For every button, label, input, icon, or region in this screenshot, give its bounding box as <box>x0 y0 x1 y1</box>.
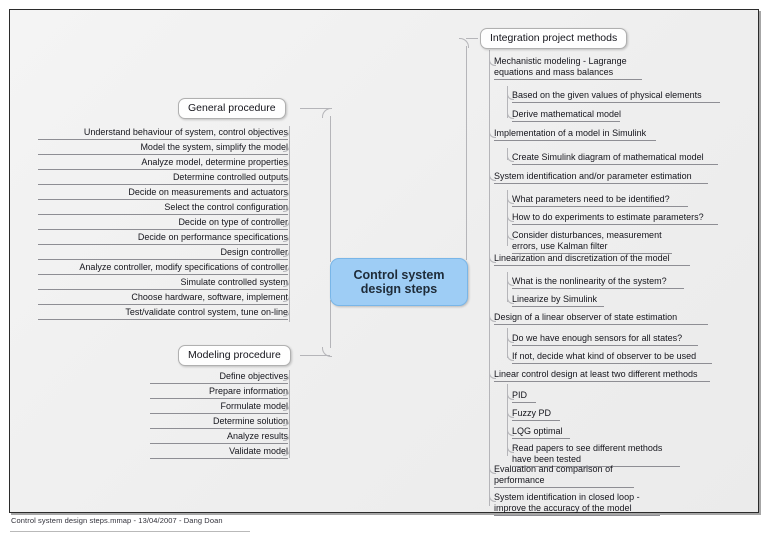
leaf-integration-4[interactable]: Linearization and discretization of the … <box>494 253 690 266</box>
connector-left-bottom <box>300 355 330 356</box>
footer-text: Control system design steps.mmap - 13/04… <box>11 516 223 525</box>
leaf-general-9[interactable]: Design controller <box>38 247 288 260</box>
map-sheet <box>9 9 759 513</box>
connector-stub-i4c2 <box>507 297 514 304</box>
topic-modeling-procedure[interactable]: Modeling procedure <box>178 345 291 366</box>
leaf-integration-8[interactable]: System identification in closed loop - i… <box>494 492 660 516</box>
leaf-integration-6-child-4-line1: Read papers to see different methods <box>512 443 663 453</box>
connector-left-trunk-bottom <box>330 300 331 348</box>
leaf-integration-3-child-3-line2: errors, use Kalman filter <box>512 241 608 251</box>
connector-left-trunk-top <box>330 116 331 262</box>
connector-general-spine <box>289 126 290 322</box>
connector-sub-spine-5 <box>507 328 508 358</box>
leaf-integration-6-child-4-line2: have been tested <box>512 454 582 464</box>
footer: Control system design steps.mmap - 13/04… <box>10 516 755 534</box>
leaf-integration-7-line1: Evaluation and comparison of <box>494 464 613 474</box>
connector-left-corner-top <box>322 108 332 118</box>
leaf-integration-5[interactable]: Design of a linear observer of state est… <box>494 312 708 325</box>
connector-stub-i6c1 <box>507 393 514 400</box>
leaf-integration-8-line2: improve the accuracy of the model <box>494 503 632 513</box>
leaf-integration-6-child-2[interactable]: Fuzzy PD <box>512 408 560 421</box>
connector-right-top <box>466 38 478 39</box>
leaf-integration-3-child-3-line1: Consider disturbances, measurement <box>512 230 662 240</box>
connector-stub-i2 <box>489 131 496 138</box>
leaf-integration-7[interactable]: Evaluation and comparison of performance <box>494 464 634 488</box>
leaf-general-3[interactable]: Analyze model, determine properties <box>38 157 288 170</box>
topic-integration-project-methods[interactable]: Integration project methods <box>480 28 628 49</box>
leaf-modeling-4[interactable]: Determine solution <box>150 416 288 429</box>
leaf-integration-3[interactable]: System identification and/or parameter e… <box>494 171 708 184</box>
connector-stub-i1 <box>489 59 496 66</box>
leaf-general-7[interactable]: Decide on type of controller <box>38 217 288 230</box>
connector-stub-i3 <box>489 174 496 181</box>
leaf-modeling-6[interactable]: Validate model <box>150 446 288 459</box>
connector-stub-i5 <box>489 315 496 322</box>
leaf-integration-5-child-1[interactable]: Do we have enough sensors for all states… <box>512 333 698 346</box>
leaf-modeling-3[interactable]: Formulate model <box>150 401 288 414</box>
leaf-general-4[interactable]: Determine controlled outputs <box>38 172 288 185</box>
leaf-integration-3-child-1[interactable]: What parameters need to be identified? <box>512 194 688 207</box>
connector-stub-i3c2 <box>507 215 514 222</box>
connector-stub-i7 <box>489 467 496 474</box>
leaf-integration-3-child-2[interactable]: How to do experiments to estimate parame… <box>512 212 718 225</box>
central-topic-line2: design steps <box>360 282 438 296</box>
leaf-integration-4-child-1[interactable]: What is the nonlinearity of the system? <box>512 276 684 289</box>
connector-sub-spine-1 <box>507 86 508 118</box>
connector-sub-spine-6 <box>507 384 508 456</box>
central-topic-line1: Control system <box>353 267 445 282</box>
footer-rule <box>10 531 250 532</box>
central-topic[interactable]: Control system design steps <box>330 258 468 306</box>
connector-sub-spine-4 <box>507 272 508 302</box>
connector-stub-i3c1 <box>507 197 514 204</box>
leaf-general-10[interactable]: Analyze controller, modify specification… <box>38 262 288 275</box>
leaf-integration-3-child-3[interactable]: Consider disturbances, measurement error… <box>512 230 672 254</box>
leaf-integration-1[interactable]: Mechanistic modeling - Lagrange equation… <box>494 56 642 80</box>
leaf-integration-6-child-4[interactable]: Read papers to see different methods hav… <box>512 443 680 467</box>
leaf-modeling-5[interactable]: Analyze results <box>150 431 288 444</box>
leaf-integration-1-line2: equations and mass balances <box>494 67 614 77</box>
leaf-integration-6-child-3[interactable]: LQG optimal <box>512 426 570 439</box>
leaf-general-11[interactable]: Simulate controlled system <box>38 277 288 290</box>
leaf-modeling-2[interactable]: Prepare information <box>150 386 288 399</box>
connector-stub-i6c3 <box>507 429 514 436</box>
connector-stub-i5c1 <box>507 336 514 343</box>
connector-right-trunk <box>466 46 467 260</box>
leaf-modeling-1[interactable]: Define objectives <box>150 371 288 384</box>
connector-left-top <box>300 108 330 109</box>
leaf-integration-8-line1: System identification in closed loop - <box>494 492 640 502</box>
leaf-integration-1-child-2[interactable]: Derive mathematical model <box>512 109 621 122</box>
leaf-integration-4-child-2[interactable]: Linearize by Simulink <box>512 294 604 307</box>
connector-modeling-spine <box>289 370 290 458</box>
connector-right-spine <box>489 50 490 506</box>
connector-sub-spine-2 <box>507 148 508 160</box>
leaf-integration-6-child-1[interactable]: PID <box>512 390 536 403</box>
leaf-integration-7-line2: performance <box>494 475 545 485</box>
connector-stub-i2c1 <box>507 155 514 162</box>
leaf-integration-6[interactable]: Linear control design at least two diffe… <box>494 369 710 382</box>
leaf-integration-5-child-2[interactable]: If not, decide what kind of observer to … <box>512 351 712 364</box>
leaf-general-2[interactable]: Model the system, simplify the model <box>38 142 288 155</box>
leaf-general-6[interactable]: Select the control configuration <box>38 202 288 215</box>
connector-stub-i5c2 <box>507 354 514 361</box>
connector-stub-i1c2 <box>507 112 514 119</box>
leaf-integration-2[interactable]: Implementation of a model in Simulink <box>494 128 656 141</box>
connector-stub-i4c1 <box>507 279 514 286</box>
leaf-general-5[interactable]: Decide on measurements and actuators <box>38 187 288 200</box>
connector-stub-i4 <box>489 256 496 263</box>
leaf-integration-1-child-1[interactable]: Based on the given values of physical el… <box>512 90 720 103</box>
leaf-general-13[interactable]: Test/validate control system, tune on-li… <box>38 307 288 320</box>
connector-stub-i6c2 <box>507 411 514 418</box>
leaf-integration-1-line1: Mechanistic modeling - Lagrange <box>494 56 627 66</box>
connector-stub-i8 <box>489 495 496 502</box>
leaf-general-12[interactable]: Choose hardware, software, implement <box>38 292 288 305</box>
connector-stub-i6c4 <box>507 446 514 453</box>
leaf-integration-2-child-1[interactable]: Create Simulink diagram of mathematical … <box>512 152 718 165</box>
connector-stub-i6 <box>489 372 496 379</box>
connector-stub-i3c3 <box>507 233 514 240</box>
topic-general-procedure[interactable]: General procedure <box>178 98 286 119</box>
leaf-general-8[interactable]: Decide on performance specifications <box>38 232 288 245</box>
leaf-general-1[interactable]: Understand behaviour of system, control … <box>38 127 288 140</box>
connector-stub-i1c1 <box>507 93 514 100</box>
